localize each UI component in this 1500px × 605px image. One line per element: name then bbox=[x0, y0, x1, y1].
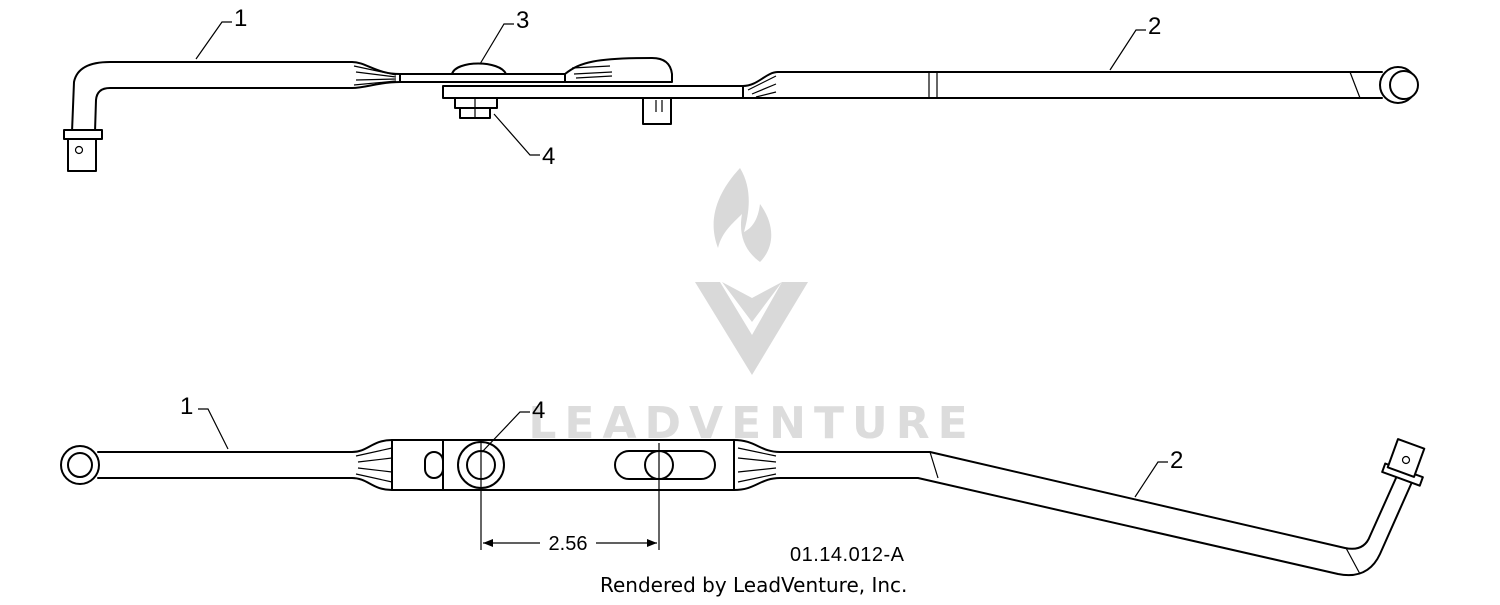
dimension-2-56: 2.56 bbox=[480, 487, 660, 555]
bottom-view-assembly bbox=[60, 438, 1426, 576]
callout-1-top: 1 bbox=[195, 5, 247, 60]
dimension-value: 2.56 bbox=[549, 533, 588, 555]
svg-text:4: 4 bbox=[532, 397, 545, 424]
svg-text:2: 2 bbox=[1148, 13, 1161, 40]
part-3-bolt-head bbox=[451, 62, 507, 75]
svg-text:1: 1 bbox=[234, 5, 247, 32]
drawing-code: 01.14.012-A bbox=[790, 544, 905, 566]
watermark-logo: LEADVENTURE bbox=[528, 168, 968, 449]
bracket-plate-bottom bbox=[391, 439, 735, 491]
callout-4-top: 4 bbox=[493, 113, 555, 170]
part-4-nut-top bbox=[454, 97, 498, 119]
callout-3-top: 3 bbox=[479, 7, 529, 65]
svg-text:2: 2 bbox=[1170, 447, 1183, 474]
left-taper-bottom bbox=[351, 439, 393, 491]
svg-text:3: 3 bbox=[516, 7, 529, 34]
part-2-rod-bottom bbox=[779, 438, 1426, 576]
svg-text:4: 4 bbox=[542, 143, 555, 170]
left-taper-top bbox=[351, 61, 401, 89]
callout-2-top: 2 bbox=[1109, 13, 1161, 71]
callout-1-bottom: 1 bbox=[180, 393, 229, 450]
part-2-rod-top bbox=[777, 66, 1419, 104]
callout-2-bottom: 2 bbox=[1134, 447, 1183, 498]
right-taper-bottom bbox=[733, 439, 781, 491]
part-1-rod-top bbox=[63, 61, 353, 172]
svg-text:1: 1 bbox=[180, 393, 193, 420]
bracket-plate-top bbox=[399, 57, 744, 125]
right-taper-top bbox=[742, 71, 779, 99]
top-view-assembly bbox=[63, 57, 1419, 172]
callout-4-bottom: 4 bbox=[481, 397, 545, 453]
part-4-nut-bottom bbox=[457, 440, 505, 490]
part-1-rod-bottom bbox=[60, 445, 353, 485]
render-credit: Rendered by LeadVenture, Inc. bbox=[600, 573, 907, 597]
